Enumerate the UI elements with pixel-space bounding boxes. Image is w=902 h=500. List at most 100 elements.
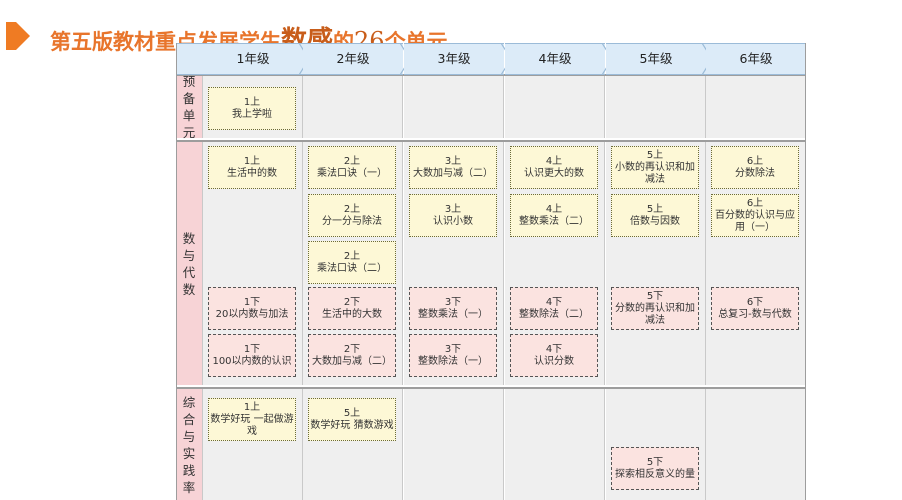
grade-header-corner: [176, 43, 203, 75]
unit-volume: 2上: [343, 155, 361, 167]
unit-name: 小数的再认识和加减法: [615, 161, 695, 185]
unit-name: 整数除法（二）: [519, 308, 589, 320]
unit-name: 分数的再认识和加减法: [615, 302, 695, 326]
unit-card: 1上数学好玩 一起做游戏: [208, 398, 296, 441]
unit-name: 整数乘法（一）: [418, 308, 488, 320]
row-divider: [176, 140, 806, 142]
unit-card: 4上整数乘法（二）: [510, 194, 598, 237]
grade-header-2: 2年级: [303, 43, 403, 75]
unit-volume: 1下: [243, 343, 261, 355]
unit-name: 百分数的认识与应用（一）: [715, 209, 795, 233]
unit-volume: 2上: [343, 203, 361, 215]
grade-header-1: 1年级: [203, 43, 303, 75]
unit-name: 乘法口诀（二）: [317, 262, 387, 274]
title-arrow-icon: [16, 22, 30, 50]
row-header-char: 率: [182, 479, 196, 495]
unit-card: 5上小数的再认识和加减法: [611, 146, 699, 189]
unit-volume: 5上: [646, 203, 664, 215]
unit-volume: 5下: [646, 456, 664, 468]
table-cell: [706, 76, 806, 138]
unit-volume: 6下: [746, 296, 764, 308]
unit-volume: 1上: [243, 401, 261, 413]
unit-name: 数学好玩 一起做游戏: [210, 413, 294, 437]
unit-name: 认识分数: [534, 355, 574, 367]
grade-header-3: 3年级: [404, 43, 504, 75]
unit-name: 认识更大的数: [524, 167, 584, 179]
unit-card: 6上百分数的认识与应用（一）: [711, 194, 799, 237]
unit-volume: 3下: [444, 296, 462, 308]
unit-name: 分一分与除法: [322, 215, 382, 227]
row-divider: [176, 74, 806, 76]
row-divider: [176, 387, 806, 389]
unit-volume: 2下: [343, 343, 361, 355]
row-header-char: 与: [182, 247, 196, 263]
unit-volume: 4下: [545, 343, 563, 355]
row-header-char: 数: [182, 230, 196, 246]
table-cell: [404, 389, 504, 500]
unit-volume: 4下: [545, 296, 563, 308]
row-header: 预备单元: [176, 74, 203, 140]
unit-card: 2上乘法口诀（一）: [308, 146, 396, 189]
row-header-char: 实: [182, 445, 196, 461]
unit-volume: 6上: [746, 155, 764, 167]
unit-card: 2下生活中的大数: [308, 287, 396, 330]
unit-name: 认识小数: [433, 215, 473, 227]
unit-volume: 2下: [343, 296, 361, 308]
table-cell: [505, 76, 605, 138]
unit-card: 3上认识小数: [409, 194, 497, 237]
unit-volume: 5上: [646, 149, 664, 161]
table-frame: [176, 43, 806, 500]
unit-card: 4上认识更大的数: [510, 146, 598, 189]
unit-volume: 2上: [343, 250, 361, 262]
grade-header-6: 6年级: [706, 43, 806, 75]
unit-name: 乘法口诀（一）: [317, 167, 387, 179]
unit-name: 生活中的大数: [322, 308, 382, 320]
unit-volume: 1下: [243, 296, 261, 308]
unit-volume: 6上: [746, 197, 764, 209]
table-cell: [303, 76, 403, 138]
unit-volume: 3下: [444, 343, 462, 355]
unit-name: 分数除法: [735, 167, 775, 179]
unit-volume: 1上: [243, 155, 261, 167]
unit-name: 我上学啦: [232, 108, 272, 120]
unit-card: 3上大数加与减（二）: [409, 146, 497, 189]
unit-volume: 3上: [444, 203, 462, 215]
unit-card: 1上我上学啦: [208, 87, 296, 130]
grade-header-5: 5年级: [606, 43, 706, 75]
unit-name: 探索相反意义的量: [615, 468, 695, 480]
table-cell: [404, 76, 504, 138]
unit-volume: 5上: [343, 407, 361, 419]
grade-header-4: 4年级: [505, 43, 605, 75]
row-header: 数与代数: [176, 142, 203, 385]
table-cell: [505, 389, 605, 500]
unit-name: 20以内数与加法: [215, 308, 289, 320]
unit-name: 数学好玩 猜数游戏: [310, 419, 394, 431]
row-header-char: 合: [182, 411, 196, 427]
unit-name: 生活中的数: [227, 167, 277, 179]
unit-name: 整数乘法（二）: [519, 215, 589, 227]
unit-volume: 3上: [444, 155, 462, 167]
unit-name: 总复习-数与代数: [718, 308, 792, 320]
unit-card: 5下探索相反意义的量: [611, 447, 699, 490]
row-header-char: 元: [182, 125, 196, 140]
unit-name: 整数除法（一）: [418, 355, 488, 367]
unit-volume: 4上: [545, 203, 563, 215]
table-cell: [606, 76, 706, 138]
unit-name: 100以内数的认识: [212, 355, 292, 367]
unit-card: 5下分数的再认识和加减法: [611, 287, 699, 330]
row-header-char: 与: [182, 428, 196, 444]
unit-name: 大数加与减（二）: [413, 167, 493, 179]
unit-card: 5上数学好玩 猜数游戏: [308, 398, 396, 441]
row-header-char: 单: [182, 108, 196, 123]
unit-card: 2下大数加与减（二）: [308, 334, 396, 377]
unit-volume: 5下: [646, 290, 664, 302]
unit-card: 6下总复习-数与代数: [711, 287, 799, 330]
unit-name: 倍数与因数: [630, 215, 680, 227]
unit-card: 3下整数乘法（一）: [409, 287, 497, 330]
unit-card: 1上生活中的数: [208, 146, 296, 189]
unit-name: 大数加与减（二）: [312, 355, 392, 367]
unit-card: 2上分一分与除法: [308, 194, 396, 237]
